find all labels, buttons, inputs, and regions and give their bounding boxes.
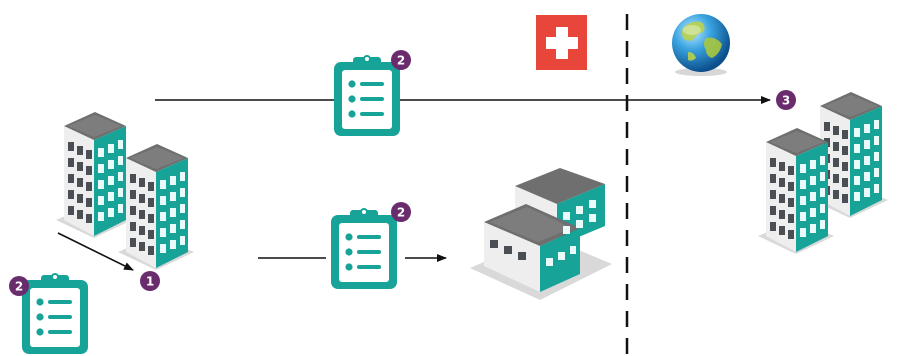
clipboard-checklist-icon — [22, 273, 88, 354]
clipboard-checklist-icon — [334, 55, 400, 136]
step-badge-label: 2 — [397, 54, 405, 68]
step-badge-label: 2 — [397, 206, 405, 220]
step-badge: 3 — [776, 90, 796, 110]
globe-icon — [672, 14, 730, 76]
swiss-flag-icon — [536, 15, 587, 70]
factory-building-icon — [470, 168, 612, 300]
clipboard-checklist-icon — [331, 208, 397, 289]
arrow-to-step-1 — [57, 232, 134, 271]
step-badge-label: 3 — [782, 94, 790, 108]
destination-office-buildings-icon — [758, 92, 888, 254]
step-badge: 2 — [9, 276, 29, 296]
step-badge: 1 — [140, 271, 160, 291]
step-badge: 2 — [391, 202, 411, 222]
step-badge-label: 1 — [146, 275, 154, 289]
step-badge-label: 2 — [15, 280, 23, 294]
step-badge: 2 — [391, 50, 411, 70]
office-buildings-icon — [56, 112, 194, 270]
